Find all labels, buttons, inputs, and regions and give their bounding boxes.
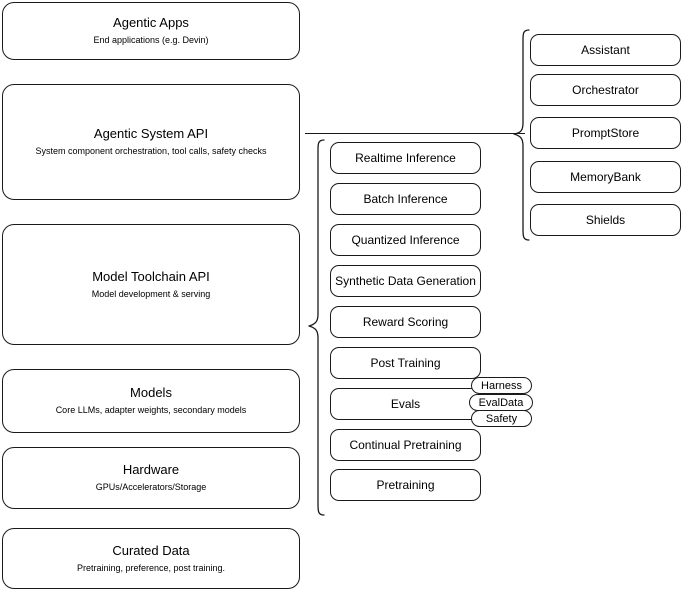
stack-layer-title: Models — [130, 385, 172, 400]
toolchain-item-label: Post Training — [370, 356, 441, 370]
toolchain-item-label: Batch Inference — [363, 192, 448, 206]
stack-layer-agentic-apps[interactable]: Agentic Apps End applications (e.g. Devi… — [2, 2, 300, 60]
stack-layer-title: Agentic Apps — [113, 15, 189, 30]
stack-layer-curated-data[interactable]: Curated Data Pretraining, preference, po… — [2, 528, 300, 589]
stack-layer-model-toolchain-api[interactable]: Model Toolchain API Model development & … — [2, 224, 300, 345]
agentic-component-label: MemoryBank — [570, 170, 641, 184]
evals-badge-safety[interactable]: Safety — [471, 410, 532, 427]
stack-layer-title: Curated Data — [112, 542, 190, 558]
toolchain-item-evals[interactable]: Evals — [330, 388, 481, 420]
toolchain-item-realtime-inference[interactable]: Realtime Inference — [330, 142, 481, 174]
stack-layer-subtitle: System component orchestration, tool cal… — [35, 146, 267, 156]
stack-layer-title: Hardware — [122, 462, 180, 477]
agentic-component-orchestrator[interactable]: Orchestrator — [530, 74, 681, 106]
toolchain-item-label: Reward Scoring — [362, 315, 449, 329]
stack-layer-agentic-system-api[interactable]: Agentic System API System component orch… — [2, 84, 300, 200]
stack-layer-models[interactable]: Models Core LLMs, adapter weights, secon… — [2, 369, 300, 433]
brace-agentic-components — [513, 29, 530, 241]
agentic-component-assistant[interactable]: Assistant — [530, 34, 681, 66]
toolchain-item-synthetic-data-generation[interactable]: Synthetic Data Generation — [330, 265, 481, 297]
stack-layer-title: Model Toolchain API — [92, 268, 210, 284]
agentic-component-memorybank[interactable]: MemoryBank — [530, 161, 681, 193]
evals-badge-label: Harness — [481, 379, 522, 392]
toolchain-item-batch-inference[interactable]: Batch Inference — [330, 183, 481, 215]
stack-layer-subtitle: Core LLMs, adapter weights, secondary mo… — [55, 405, 247, 415]
agentic-component-label: Shields — [585, 213, 626, 227]
toolchain-item-label: Realtime Inference — [355, 151, 456, 165]
agentic-component-shields[interactable]: Shields — [530, 204, 681, 236]
toolchain-item-continual-pretraining[interactable]: Continual Pretraining — [330, 429, 481, 461]
toolchain-item-pretraining[interactable]: Pretraining — [330, 469, 481, 501]
toolchain-item-label: Evals — [390, 397, 421, 411]
stack-layer-subtitle: Pretraining, preference, post training. — [76, 562, 226, 573]
evals-badge-harness[interactable]: Harness — [471, 377, 532, 394]
toolchain-item-label: Pretraining — [376, 478, 435, 492]
toolchain-item-post-training[interactable]: Post Training — [330, 347, 481, 379]
stack-layer-subtitle: GPUs/Accelerators/Storage — [95, 482, 207, 492]
stack-layer-hardware[interactable]: Hardware GPUs/Accelerators/Storage — [2, 447, 300, 509]
toolchain-item-label: Continual Pretraining — [349, 438, 462, 452]
toolchain-item-label: Quantized Inference — [351, 233, 460, 247]
toolchain-item-reward-scoring[interactable]: Reward Scoring — [330, 306, 481, 338]
agentic-component-label: Assistant — [581, 43, 630, 57]
evals-badge-label: EvalData — [478, 396, 524, 409]
brace-model-toolchain — [308, 139, 325, 516]
agentic-component-label: Orchestrator — [572, 83, 639, 97]
agentic-component-promptstore[interactable]: PromptStore — [530, 117, 681, 149]
stack-layer-subtitle: End applications (e.g. Devin) — [93, 35, 209, 45]
agentic-component-label: PromptStore — [571, 126, 640, 140]
toolchain-item-label: Synthetic Data Generation — [335, 274, 476, 288]
evals-badge-evaldata[interactable]: EvalData — [469, 394, 533, 411]
evals-badge-label: Safety — [485, 412, 518, 425]
toolchain-item-quantized-inference[interactable]: Quantized Inference — [330, 224, 481, 256]
stack-layer-title: Agentic System API — [93, 126, 209, 141]
stack-layer-subtitle: Model development & serving — [91, 288, 211, 299]
connector-line-agentic-system — [305, 133, 525, 134]
